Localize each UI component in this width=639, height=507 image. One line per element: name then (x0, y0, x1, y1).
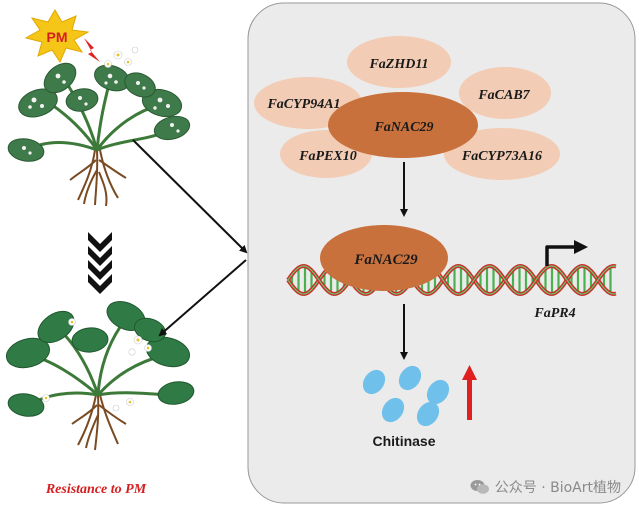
pathogen-label: PM (47, 29, 68, 45)
chitinase-molecule (426, 379, 450, 405)
arrow-mechanism-to-resistance (158, 259, 247, 337)
chitinase-molecule (416, 401, 440, 427)
partner-label: FaZHD11 (368, 57, 428, 72)
lightning-icon (84, 38, 100, 62)
result-label: Resistance to PM (45, 482, 147, 497)
wechat-icon (470, 480, 489, 494)
chitinase-molecule (381, 397, 405, 423)
partner-node-zhd11 (347, 36, 451, 88)
increase-arrow-icon (462, 365, 477, 420)
partner-node-cyp73a16 (444, 128, 560, 180)
hub-node (328, 92, 478, 158)
interaction-network: FaZHD11 FaCYP94A1 FaCAB7 FaPEX10 FaCYP73… (254, 36, 560, 180)
partner-label: FaCYP73A16 (461, 149, 542, 164)
hub-label: FaNAC29 (373, 120, 433, 135)
partner-node-cab7 (459, 67, 551, 119)
partner-label: FaCAB7 (477, 88, 530, 103)
watermark-text: 公众号 · BioArt植物 (494, 480, 621, 496)
watermark: 公众号 · BioArt植物 (470, 477, 621, 497)
transcription-start-icon (545, 245, 576, 266)
arrow-plant-to-mechanism (132, 139, 248, 254)
chevron-down-icon (88, 232, 112, 294)
chitinase-molecule (398, 365, 422, 391)
chitinase-molecules (362, 365, 450, 427)
product-label: Chitinase (372, 433, 435, 449)
resistant-plant (5, 300, 195, 451)
infected-plant (7, 46, 191, 207)
dna-strand-highlight (287, 265, 617, 295)
pathogen-burst: PM (24, 9, 90, 64)
chitinase-molecule (362, 369, 386, 395)
bound-protein-label: FaNAC29 (353, 252, 418, 268)
partner-label: FaCYP94A1 (266, 97, 340, 112)
partner-label: FaPEX10 (298, 149, 357, 164)
gene-label: FaPR4 (533, 306, 575, 321)
bound-nac29-node (320, 225, 448, 291)
